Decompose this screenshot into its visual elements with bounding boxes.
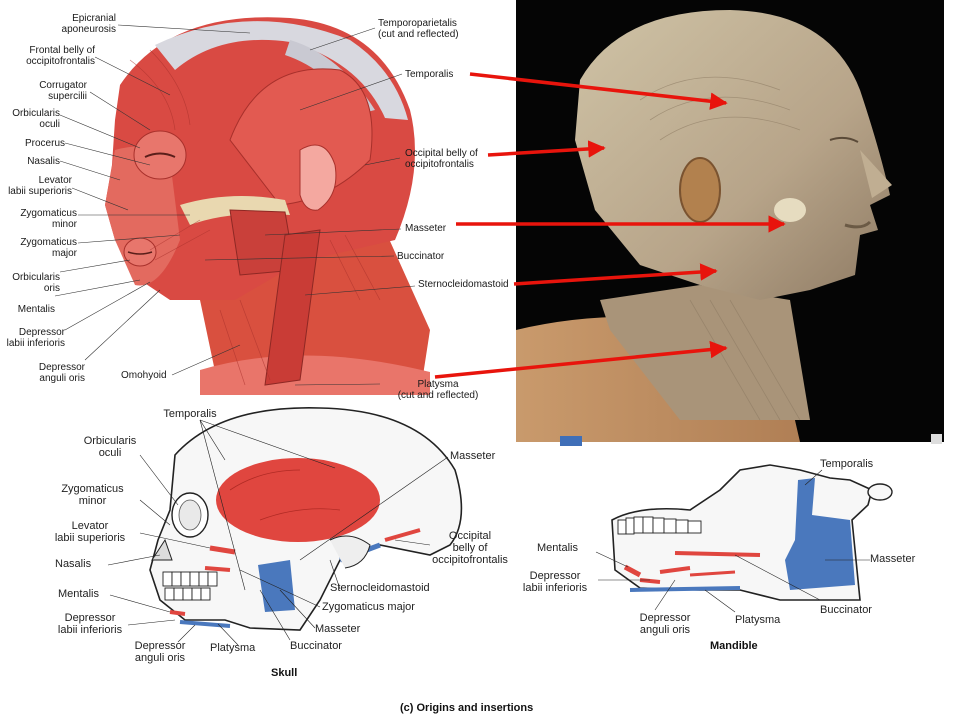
label-skull-sternocleidomastoid: Sternocleidomastoid — [330, 582, 430, 594]
dissection-photo — [516, 0, 944, 446]
label-skull-mentalis: Mentalis — [58, 588, 99, 600]
label-occipital-belly: Occipital belly of occipitofrontalis — [405, 148, 478, 170]
label-skull-zygomaticus-major: Zygomaticus major — [322, 601, 415, 613]
label-skull-depressor-labii: Depressor labii inferioris — [57, 612, 123, 636]
label-skull-zygomaticus-minor: Zygomaticus minor — [61, 483, 124, 507]
annotation-arrows — [434, 72, 786, 379]
label-epicranial-aponeurosis: Epicranial aponeurosis — [61, 13, 116, 35]
label-nasalis: Nasalis — [27, 156, 60, 167]
label-corrugator-supercilii: Corrugator supercilii — [39, 80, 87, 102]
label-temporoparietalis: Temporoparietalis (cut and reflected) — [378, 18, 459, 40]
label-buccinator-top: Buccinator — [397, 251, 445, 262]
label-mandible-masseter: Masseter — [870, 553, 916, 565]
label-frontal-belly: Frontal belly of occipitofrontalis — [26, 45, 95, 67]
label-skull-temporalis: Temporalis — [163, 408, 217, 420]
label-zygomaticus-major: Zygomaticus major — [20, 237, 77, 259]
label-mentalis: Mentalis — [17, 304, 55, 315]
label-mandible-buccinator: Buccinator — [820, 604, 872, 616]
label-mandible-temporalis: Temporalis — [820, 458, 874, 470]
label-platysma-top: Platysma (cut and reflected) — [397, 379, 479, 401]
label-skull-depressor-anguli: Depressor anguli oris — [134, 640, 186, 664]
mandible-diagram — [595, 464, 893, 613]
label-mandible-depressor-anguli: Depressor anguli oris — [639, 612, 691, 636]
label-skull-buccinator: Buccinator — [290, 640, 342, 652]
label-temporalis-top: Temporalis — [405, 69, 454, 80]
figure-caption: (c) Origins and insertions — [400, 702, 534, 714]
label-skull-occipital-belly: Occipital belly of occipitofrontalis — [432, 530, 508, 566]
caption-skull: Skull — [271, 667, 298, 679]
label-skull-masseter-top: Masseter — [450, 450, 496, 462]
label-mandible-depressor-labii: Depressor labii inferioris — [522, 570, 588, 594]
skull-diagram — [107, 407, 463, 646]
label-procerus: Procerus — [24, 138, 65, 149]
head-muscle-illustration — [54, 17, 430, 395]
label-skull-masseter-bottom: Masseter — [315, 623, 361, 635]
label-depressor-labii-inferioris: Depressor labii inferioris — [6, 327, 65, 349]
label-orbicularis-oris: Orbicularis oris — [12, 272, 60, 294]
label-mandible-platysma: Platysma — [735, 614, 781, 626]
label-masseter-top: Masseter — [405, 223, 447, 234]
label-skull-levator: Levator labii superioris — [54, 520, 126, 544]
label-zygomaticus-minor: Zygomaticus minor — [20, 208, 77, 230]
caption-mandible: Mandible — [710, 640, 758, 652]
label-sternocleidomastoid-top: Sternocleidomastoid — [418, 279, 509, 290]
label-mandible-mentalis: Mentalis — [537, 542, 578, 554]
label-depressor-anguli-oris: Depressor anguli oris — [38, 362, 85, 384]
label-levator-labii-superioris: Levator labii superioris — [8, 175, 72, 197]
label-skull-orbicularis-oculi: Orbicularis oculi — [83, 435, 137, 459]
label-omohyoid: Omohyoid — [121, 370, 167, 381]
label-skull-nasalis: Nasalis — [55, 558, 92, 570]
label-skull-platysma: Platysma — [210, 642, 256, 654]
label-orbicularis-oculi: Orbicularis oculi — [12, 108, 60, 130]
